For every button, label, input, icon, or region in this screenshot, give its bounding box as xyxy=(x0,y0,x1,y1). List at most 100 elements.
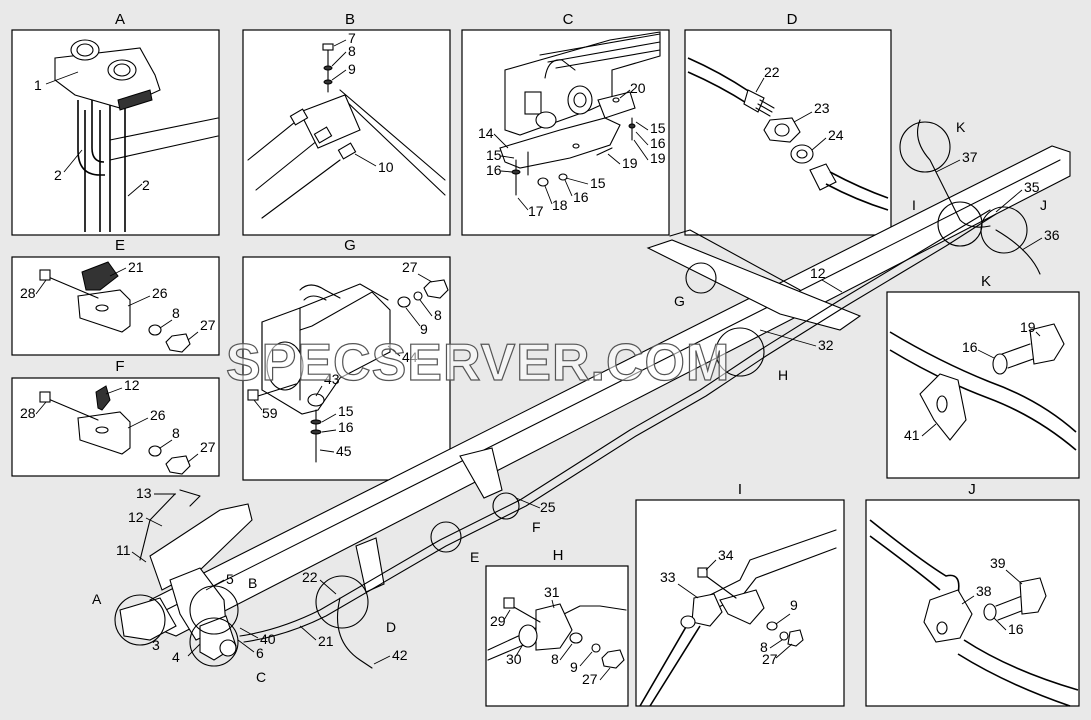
label-e-26: 26 xyxy=(152,285,168,301)
panel-g-title: G xyxy=(344,237,356,254)
label-c-15b: 15 xyxy=(650,120,666,136)
panel-i: I 34 33 9 8 27 xyxy=(635,481,845,707)
label-g-15: 15 xyxy=(338,403,354,419)
label-e-27: 27 xyxy=(200,317,216,333)
main-21: 21 xyxy=(318,633,334,649)
label-f-27: 27 xyxy=(200,439,216,455)
label-c-16a: 16 xyxy=(486,162,502,178)
label-a-1: 1 xyxy=(34,77,42,93)
main-35: 35 xyxy=(1024,179,1040,195)
label-c-15a: 15 xyxy=(486,147,502,163)
main-b: B xyxy=(248,575,257,591)
panel-c-title: C xyxy=(563,11,574,28)
panel-a: A 1 2 2 xyxy=(11,11,220,236)
main-k: K xyxy=(956,119,966,135)
main-37: 37 xyxy=(962,149,978,165)
label-b-9: 9 xyxy=(348,61,356,77)
panel-j: J 39 38 16 xyxy=(865,481,1080,707)
panel-f: F 12 28 26 8 27 xyxy=(11,358,220,477)
label-h-8: 8 xyxy=(551,651,559,667)
label-h-27: 27 xyxy=(582,671,598,687)
main-11: 11 xyxy=(116,542,131,558)
panel-e-title: E xyxy=(115,237,125,254)
label-c-16c: 16 xyxy=(573,189,589,205)
label-g-45: 45 xyxy=(336,443,352,459)
label-g-8: 8 xyxy=(434,307,442,323)
main-h: H xyxy=(778,367,788,383)
main-36: 36 xyxy=(1044,227,1060,243)
label-d-22: 22 xyxy=(764,64,780,80)
main-g: G xyxy=(674,293,685,309)
label-a-2b: 2 xyxy=(142,177,150,193)
label-k-19: 19 xyxy=(1020,319,1036,335)
panel-b-title: B xyxy=(345,11,355,28)
main-32: 32 xyxy=(818,337,834,353)
label-i-9: 9 xyxy=(790,597,798,613)
main-5: 5 xyxy=(226,571,234,587)
label-g-27: 27 xyxy=(402,259,418,275)
label-d-23: 23 xyxy=(814,100,830,116)
label-e-21: 21 xyxy=(128,259,144,275)
label-d-24: 24 xyxy=(828,127,844,143)
label-h-29: 29 xyxy=(490,613,506,629)
label-c-16b: 16 xyxy=(650,135,666,151)
label-g-59: 59 xyxy=(262,405,278,421)
panel-b: B 7 8 9 10 xyxy=(242,11,451,236)
label-j-39: 39 xyxy=(990,555,1006,571)
label-g-43: 43 xyxy=(324,371,340,387)
label-g-9: 9 xyxy=(420,321,428,337)
main-i: I xyxy=(912,197,916,213)
label-b-8: 8 xyxy=(348,43,356,59)
label-h-31: 31 xyxy=(544,584,560,600)
main-a: A xyxy=(92,591,102,607)
label-b-7: 7 xyxy=(348,30,356,46)
panel-d: D 22 23 24 xyxy=(684,11,892,236)
label-j-38: 38 xyxy=(976,583,992,599)
main-12b: 12 xyxy=(128,509,144,525)
main-12a: 12 xyxy=(810,265,826,281)
label-g-44: 44 xyxy=(402,349,418,365)
panel-c: C 20 14 15 15 16 16 19 19 15 16 xyxy=(461,11,670,236)
label-f-28: 28 xyxy=(20,405,36,421)
label-f-8: 8 xyxy=(172,425,180,441)
label-b-10: 10 xyxy=(378,159,394,175)
main-f: F xyxy=(532,519,541,535)
panel-k-title: K xyxy=(981,273,991,290)
label-e-28: 28 xyxy=(20,285,36,301)
label-i-34: 34 xyxy=(718,547,734,563)
panel-i-title: I xyxy=(738,481,742,498)
main-c: C xyxy=(256,669,266,685)
main-40: 40 xyxy=(260,631,276,647)
main-42: 42 xyxy=(392,647,408,663)
main-22: 22 xyxy=(302,569,318,585)
panel-g: G 27 8 9 44 43 59 15 16 45 xyxy=(242,237,451,481)
main-d: D xyxy=(386,619,396,635)
main-6: 6 xyxy=(256,645,264,661)
label-c-15c: 15 xyxy=(590,175,606,191)
watermark-text: SPECSERVER.COM xyxy=(226,334,730,392)
label-c-19b: 19 xyxy=(650,150,666,166)
label-i-8: 8 xyxy=(760,639,768,655)
label-k-41: 41 xyxy=(904,427,920,443)
main-e: E xyxy=(470,549,479,565)
panel-j-title: J xyxy=(968,481,976,498)
label-g-16: 16 xyxy=(338,419,354,435)
label-c-17: 17 xyxy=(528,203,544,219)
label-i-33: 33 xyxy=(660,569,676,585)
label-c-19a: 19 xyxy=(622,155,638,171)
label-h-9: 9 xyxy=(570,659,578,675)
main-j: J xyxy=(1040,197,1047,213)
panel-f-title: F xyxy=(115,358,124,375)
panel-e: E 21 28 26 8 27 xyxy=(11,237,220,356)
label-e-8: 8 xyxy=(172,305,180,321)
main-25: 25 xyxy=(540,499,556,515)
main-assembly: K 37 I 35 J 36 12 G 32 H 25 F E 13 12 11… xyxy=(92,119,1071,685)
panel-a-title: A xyxy=(115,11,125,28)
panel-h: H 31 29 30 8 9 27 xyxy=(485,547,629,707)
panel-d-title: D xyxy=(787,11,798,28)
label-j-16: 16 xyxy=(1008,621,1024,637)
main-4: 4 xyxy=(172,649,180,665)
main-13: 13 xyxy=(136,485,152,501)
label-c-14: 14 xyxy=(478,125,494,141)
